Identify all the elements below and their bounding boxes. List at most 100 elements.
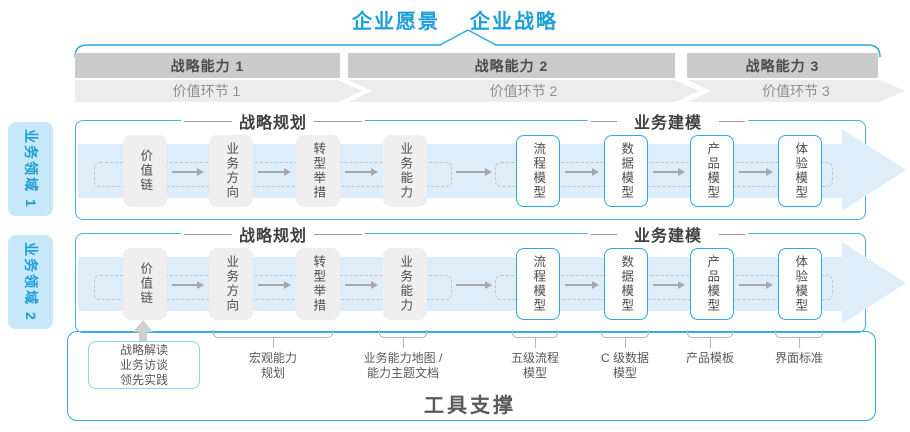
- arrow-head: [371, 168, 378, 176]
- section-title: 业务建模: [633, 228, 703, 245]
- header-line: [590, 233, 617, 235]
- business-direction-box: 业务方向: [209, 135, 253, 207]
- annotation-line: 界面标准: [774, 351, 824, 365]
- dashed-track: [94, 275, 452, 300]
- page-title: 企业愿景 企业战略: [0, 5, 910, 34]
- brace-connector: [379, 330, 427, 338]
- arrow-line: [739, 171, 766, 173]
- brace-stem: [799, 338, 800, 348]
- annotation-line: 能力主题文档: [366, 366, 440, 380]
- business-direction-label: 业务方向: [224, 142, 239, 200]
- up-arrow-stem: [139, 332, 147, 341]
- arrow-line: [456, 171, 485, 173]
- business-capability-label: 业务能力: [398, 255, 413, 313]
- strategy-title: 企业战略: [470, 11, 558, 33]
- data-model-box: 数据模型: [604, 135, 648, 207]
- data-model-label: 数据模型: [619, 142, 634, 200]
- transformation-initiative-label: 转型举措: [311, 142, 326, 200]
- arrow-head: [678, 168, 685, 176]
- flow-arrow-icon: [345, 280, 378, 290]
- arrow-line: [565, 171, 592, 173]
- transformation-initiative-box: 转型举措: [296, 135, 340, 207]
- brace-stem: [535, 338, 536, 348]
- transformation-initiative-box: 转型举措: [296, 248, 340, 320]
- brace-connector: [512, 330, 558, 338]
- annotation-line: C 级数据: [600, 351, 650, 365]
- strategic-capability-bar-2: 战略能力 2: [348, 53, 675, 78]
- value-chain-chevron-1: 价值环节 1: [75, 80, 362, 102]
- brace-stem: [625, 338, 626, 348]
- business-capability-label: 业务能力: [398, 142, 413, 200]
- value-chain-box: 价值链: [123, 248, 167, 320]
- annotation-line: 五级流程: [510, 351, 560, 365]
- header-line: [590, 120, 617, 122]
- section-header-strategy-planning: 战略规划: [180, 110, 366, 132]
- process-model-box: 流程模型: [516, 248, 560, 320]
- flow-band-arrowhead-icon: [842, 129, 906, 211]
- business-direction-label: 业务方向: [224, 255, 239, 313]
- arrow-head: [485, 281, 492, 289]
- product-model-label: 产品模型: [705, 142, 720, 200]
- sidebar-business-domain-1: 业务领域 1: [8, 122, 53, 216]
- value-chain-chevron-2: 价值环节 2: [348, 80, 699, 102]
- flow-band-arrowhead-icon: [842, 242, 906, 324]
- annotation-line: 规划: [260, 366, 286, 380]
- product-model-box: 产品模型: [690, 135, 734, 207]
- product-model-box: 产品模型: [690, 248, 734, 320]
- arrow-line: [345, 284, 371, 286]
- arrow-head: [197, 168, 204, 176]
- product-model-label: 产品模型: [705, 255, 720, 313]
- practice-line: 战略解读: [119, 342, 168, 357]
- flow-arrow-icon: [739, 280, 773, 290]
- sidebar-business-domain-2: 业务领域 2: [8, 235, 53, 329]
- arrow-line: [739, 284, 766, 286]
- dashed-track: [495, 162, 833, 187]
- arrow-head: [766, 281, 773, 289]
- business-capability-box: 业务能力: [383, 248, 427, 320]
- process-model-label: 流程模型: [531, 142, 546, 200]
- brace-stem: [273, 338, 274, 348]
- data-model-box: 数据模型: [604, 248, 648, 320]
- tool-annotation-label: 产品模板: [686, 351, 734, 366]
- transformation-initiative-label: 转型举措: [311, 255, 326, 313]
- value-chain-label: 价值链: [138, 149, 153, 193]
- tool-support-title: 工具支撑: [424, 395, 516, 417]
- value-chain-label: 价值链: [138, 262, 153, 306]
- brace-stem: [403, 338, 404, 348]
- flow-arrow-icon: [172, 280, 204, 290]
- flow-arrow-icon: [653, 167, 685, 177]
- arrow-head: [678, 281, 685, 289]
- arrow-line: [456, 284, 485, 286]
- header-line: [719, 233, 746, 235]
- arrow-head: [284, 168, 291, 176]
- practice-source-box: 战略解读 业务访谈 领先实践: [88, 341, 200, 389]
- annotation-line: 产品模板: [685, 351, 735, 365]
- flow-arrow-icon: [345, 167, 378, 177]
- annotation-line: 业务能力地图 /: [363, 351, 443, 365]
- arrow-line: [565, 284, 592, 286]
- brace-stem: [710, 338, 711, 348]
- brace-connector: [687, 330, 733, 338]
- practice-line: 领先实践: [119, 372, 168, 387]
- practice-line: 业务访谈: [119, 357, 168, 372]
- value-chain-box: 价值链: [123, 135, 167, 207]
- arrow-head: [592, 168, 599, 176]
- vision-title: 企业愿景: [352, 11, 440, 33]
- process-model-label: 流程模型: [531, 255, 546, 313]
- process-model-box: 流程模型: [516, 135, 560, 207]
- section-header-business-modeling: 业务建模: [587, 223, 749, 245]
- data-model-label: 数据模型: [619, 255, 634, 313]
- header-line: [719, 120, 746, 122]
- brace-connector: [775, 330, 823, 338]
- experience-model-label: 体验模型: [793, 255, 808, 313]
- business-domain-2-label: 业务领域 2: [22, 242, 39, 322]
- brace-connector: [601, 330, 649, 338]
- arrow-line: [172, 171, 197, 173]
- arrow-head: [592, 281, 599, 289]
- business-domain-1-label: 业务领域 1: [22, 129, 39, 209]
- header-line: [183, 233, 232, 235]
- tool-annotation-label: 五级流程模型: [511, 351, 559, 381]
- arrow-line: [172, 284, 197, 286]
- flow-arrow-icon: [258, 167, 291, 177]
